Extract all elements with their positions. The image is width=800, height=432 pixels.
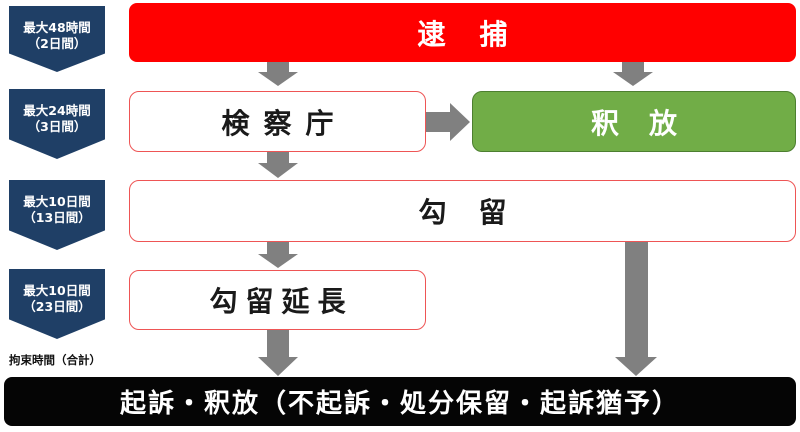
arrest-box: 逮捕 bbox=[129, 3, 796, 62]
arrow-arrest-to-release bbox=[613, 62, 653, 86]
arrow-detention-to-extension bbox=[258, 242, 298, 268]
arrow-detention-to-outcome bbox=[615, 242, 657, 376]
stage-4-line1: 最大10日間 bbox=[23, 283, 91, 298]
total-time-label: 拘束時間（合計） bbox=[9, 353, 101, 367]
arrow-prosecutors-to-release bbox=[426, 103, 470, 141]
detention-extension-box: 勾留延長 bbox=[129, 270, 426, 330]
prosecutors-office-box: 検察庁 bbox=[129, 91, 426, 152]
arrow-prosecutors-to-detention bbox=[258, 152, 298, 178]
arrow-arrest-to-prosecutors bbox=[258, 62, 298, 86]
arrow-extension-to-outcome bbox=[258, 330, 298, 376]
release-box: 釈放 bbox=[472, 91, 796, 152]
stage-1-line1: 最大48時間 bbox=[23, 20, 91, 35]
detention-box: 勾留 bbox=[129, 180, 796, 242]
stage-3-line1: 最大10日間 bbox=[23, 194, 91, 209]
stage-2-line1: 最大24時間 bbox=[23, 103, 91, 118]
stage-2-line2: （3日間） bbox=[27, 119, 87, 134]
stage-1-line2: （2日間） bbox=[27, 36, 87, 51]
outcome-box: 起訴・釈放（不起訴・処分保留・起訴猶予） bbox=[4, 377, 796, 426]
stage-4-line2: （23日間） bbox=[23, 299, 91, 314]
stage-3-line2: （13日間） bbox=[23, 210, 91, 225]
